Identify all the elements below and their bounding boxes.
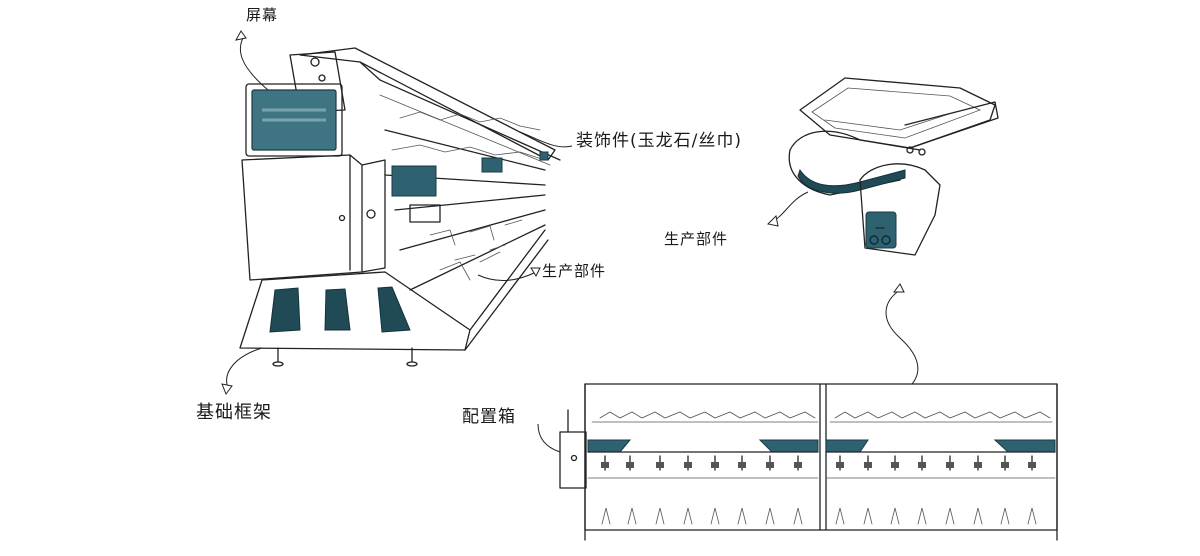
front-cabinet [241, 154, 386, 281]
leader-config-box [537, 423, 561, 453]
leader-decoration [519, 131, 573, 148]
production-part-detail [788, 77, 999, 256]
config-box [559, 409, 587, 489]
label-decoration: 装饰件(玉龙石/丝巾) [576, 131, 742, 151]
base-frame [239, 229, 549, 367]
label-production-part-left: 生产部件 [542, 262, 607, 280]
production-bays [384, 111, 549, 291]
leader-base-frame [221, 347, 263, 396]
machine-perspective-view [239, 47, 561, 367]
label-config-box: 配置箱 [462, 407, 516, 427]
label-production-part-right: 生产部件 [664, 230, 729, 248]
leader-screen [235, 30, 269, 91]
label-screen: 屏幕 [246, 6, 279, 24]
screen [245, 83, 343, 157]
leader-production-right [766, 191, 809, 227]
leader-production-left [477, 267, 541, 282]
machine-front-elevation [559, 383, 1058, 541]
leader-detail-link [885, 283, 919, 385]
label-base-frame: 基础框架 [196, 402, 272, 423]
